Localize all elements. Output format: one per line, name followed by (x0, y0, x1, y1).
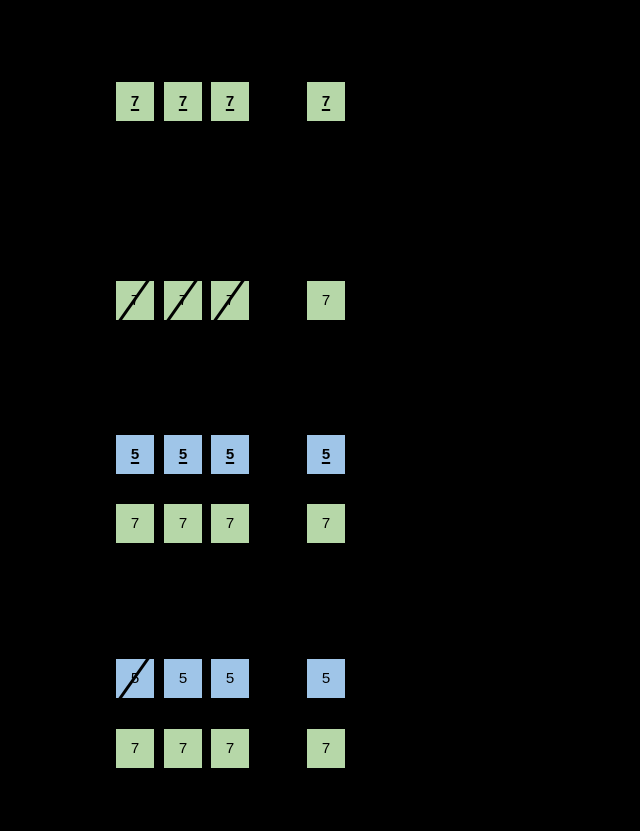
value-label: 5 (321, 670, 331, 687)
value-label: 5 (178, 446, 188, 463)
value-box: 7 (164, 82, 202, 121)
value-label: 5 (130, 670, 140, 687)
value-box: 7 (211, 82, 249, 121)
value-box: 7 (164, 504, 202, 543)
value-box: 7 (211, 729, 249, 768)
value-box: 7 (164, 729, 202, 768)
value-label: 5 (321, 446, 331, 463)
value-label: 5 (225, 446, 235, 463)
value-label: 7 (130, 93, 140, 110)
value-label: 7 (178, 515, 188, 532)
value-box: 5 (164, 659, 202, 698)
value-box: 7 (307, 504, 345, 543)
value-box: 7 (307, 82, 345, 121)
value-box: 5 (164, 435, 202, 474)
value-label: 7 (321, 93, 331, 110)
value-label: 7 (130, 515, 140, 532)
value-box: 7 (116, 504, 154, 543)
value-label: 7 (225, 93, 235, 110)
value-label: 7 (321, 740, 331, 757)
value-box: 5 (116, 435, 154, 474)
value-label: 7 (225, 292, 235, 309)
value-label: 7 (321, 515, 331, 532)
value-label: 7 (178, 740, 188, 757)
value-box: 5 (211, 659, 249, 698)
value-box: 5 (307, 659, 345, 698)
value-box: 7 (211, 281, 249, 320)
value-label: 7 (130, 292, 140, 309)
value-box: 7 (116, 729, 154, 768)
value-box: 7 (307, 281, 345, 320)
value-box: 7 (164, 281, 202, 320)
value-label: 7 (321, 292, 331, 309)
value-box: 5 (211, 435, 249, 474)
value-label: 7 (225, 740, 235, 757)
value-label: 5 (225, 670, 235, 687)
value-box: 7 (211, 504, 249, 543)
value-box: 5 (116, 659, 154, 698)
value-box: 7 (116, 281, 154, 320)
value-box: 7 (116, 82, 154, 121)
value-label: 7 (225, 515, 235, 532)
value-label: 7 (178, 93, 188, 110)
value-label: 5 (130, 446, 140, 463)
value-box: 5 (307, 435, 345, 474)
value-label: 7 (130, 740, 140, 757)
value-label: 5 (178, 670, 188, 687)
value-label: 7 (178, 292, 188, 309)
value-box: 7 (307, 729, 345, 768)
